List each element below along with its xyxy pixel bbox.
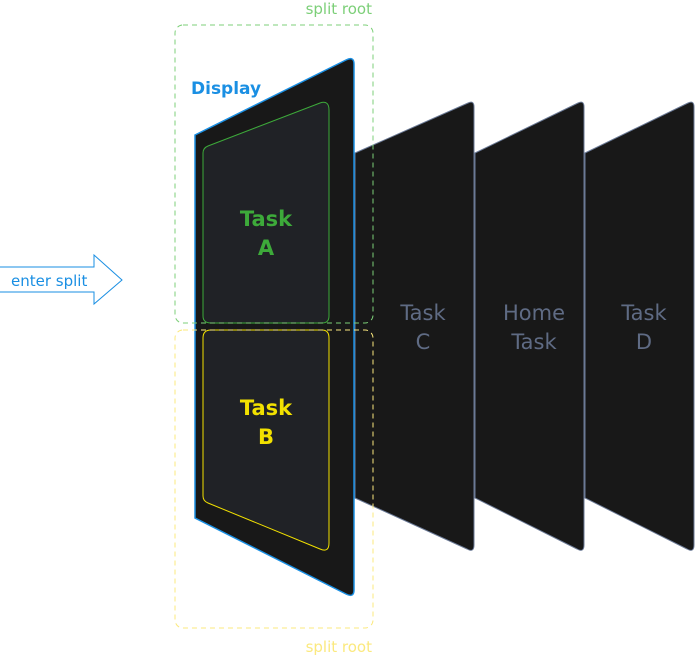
task-b-window[interactable]: Task B: [202, 329, 330, 551]
split-root-top-outline: [174, 24, 374, 324]
enter-split-arrow: enter split: [0, 253, 123, 306]
back-card-home-task: Home Task: [474, 101, 585, 551]
home-task-label-line1: Home: [503, 301, 565, 325]
task-c-label-line1: Task: [399, 301, 446, 325]
enter-split-label: enter split: [11, 272, 87, 290]
split-root-bottom-outline: [174, 329, 374, 629]
task-a-label-line1: Task: [240, 207, 293, 231]
home-task-label-line2: Task: [510, 330, 557, 354]
split-root-bottom-label: split root: [306, 638, 373, 656]
task-d-label-line2: D: [636, 330, 652, 354]
back-card-task-c: Task C: [354, 101, 475, 551]
back-card-task-d: Task D: [584, 101, 695, 551]
task-d-label-line1: Task: [620, 301, 667, 325]
display-label: Display: [191, 79, 261, 99]
task-b-label-line2: B: [258, 425, 274, 449]
task-a-window[interactable]: Task A: [202, 101, 330, 324]
task-b-label-line1: Task: [240, 396, 293, 420]
task-a-label-line2: A: [258, 236, 275, 260]
task-c-label-line2: C: [416, 330, 431, 354]
split-root-top-label: split root: [306, 0, 373, 18]
